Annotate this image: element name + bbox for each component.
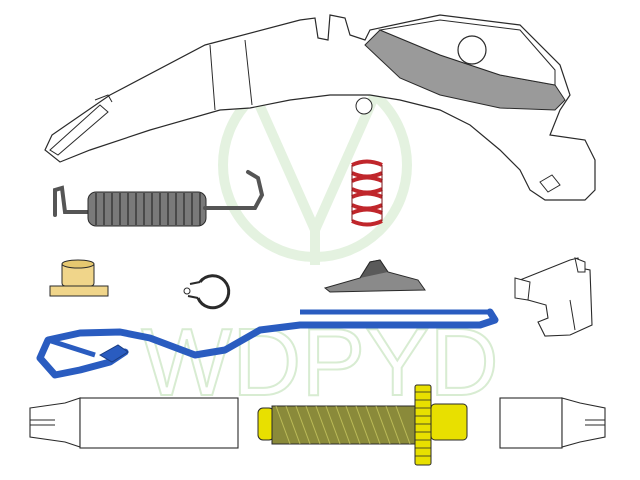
adjuster-socket-right [499,397,606,449]
adjuster-cable [36,308,499,379]
pivot-bushing [49,259,109,297]
hold-down-spring [351,159,383,227]
adjuster-lever-bracket [514,257,593,337]
adjuster-socket-left [29,397,239,449]
retracting-spring [53,170,265,227]
star-wheel-screw [257,384,468,466]
e-clip [183,274,231,310]
brake-shoe-lever [44,14,596,201]
spring-clip [323,259,426,293]
